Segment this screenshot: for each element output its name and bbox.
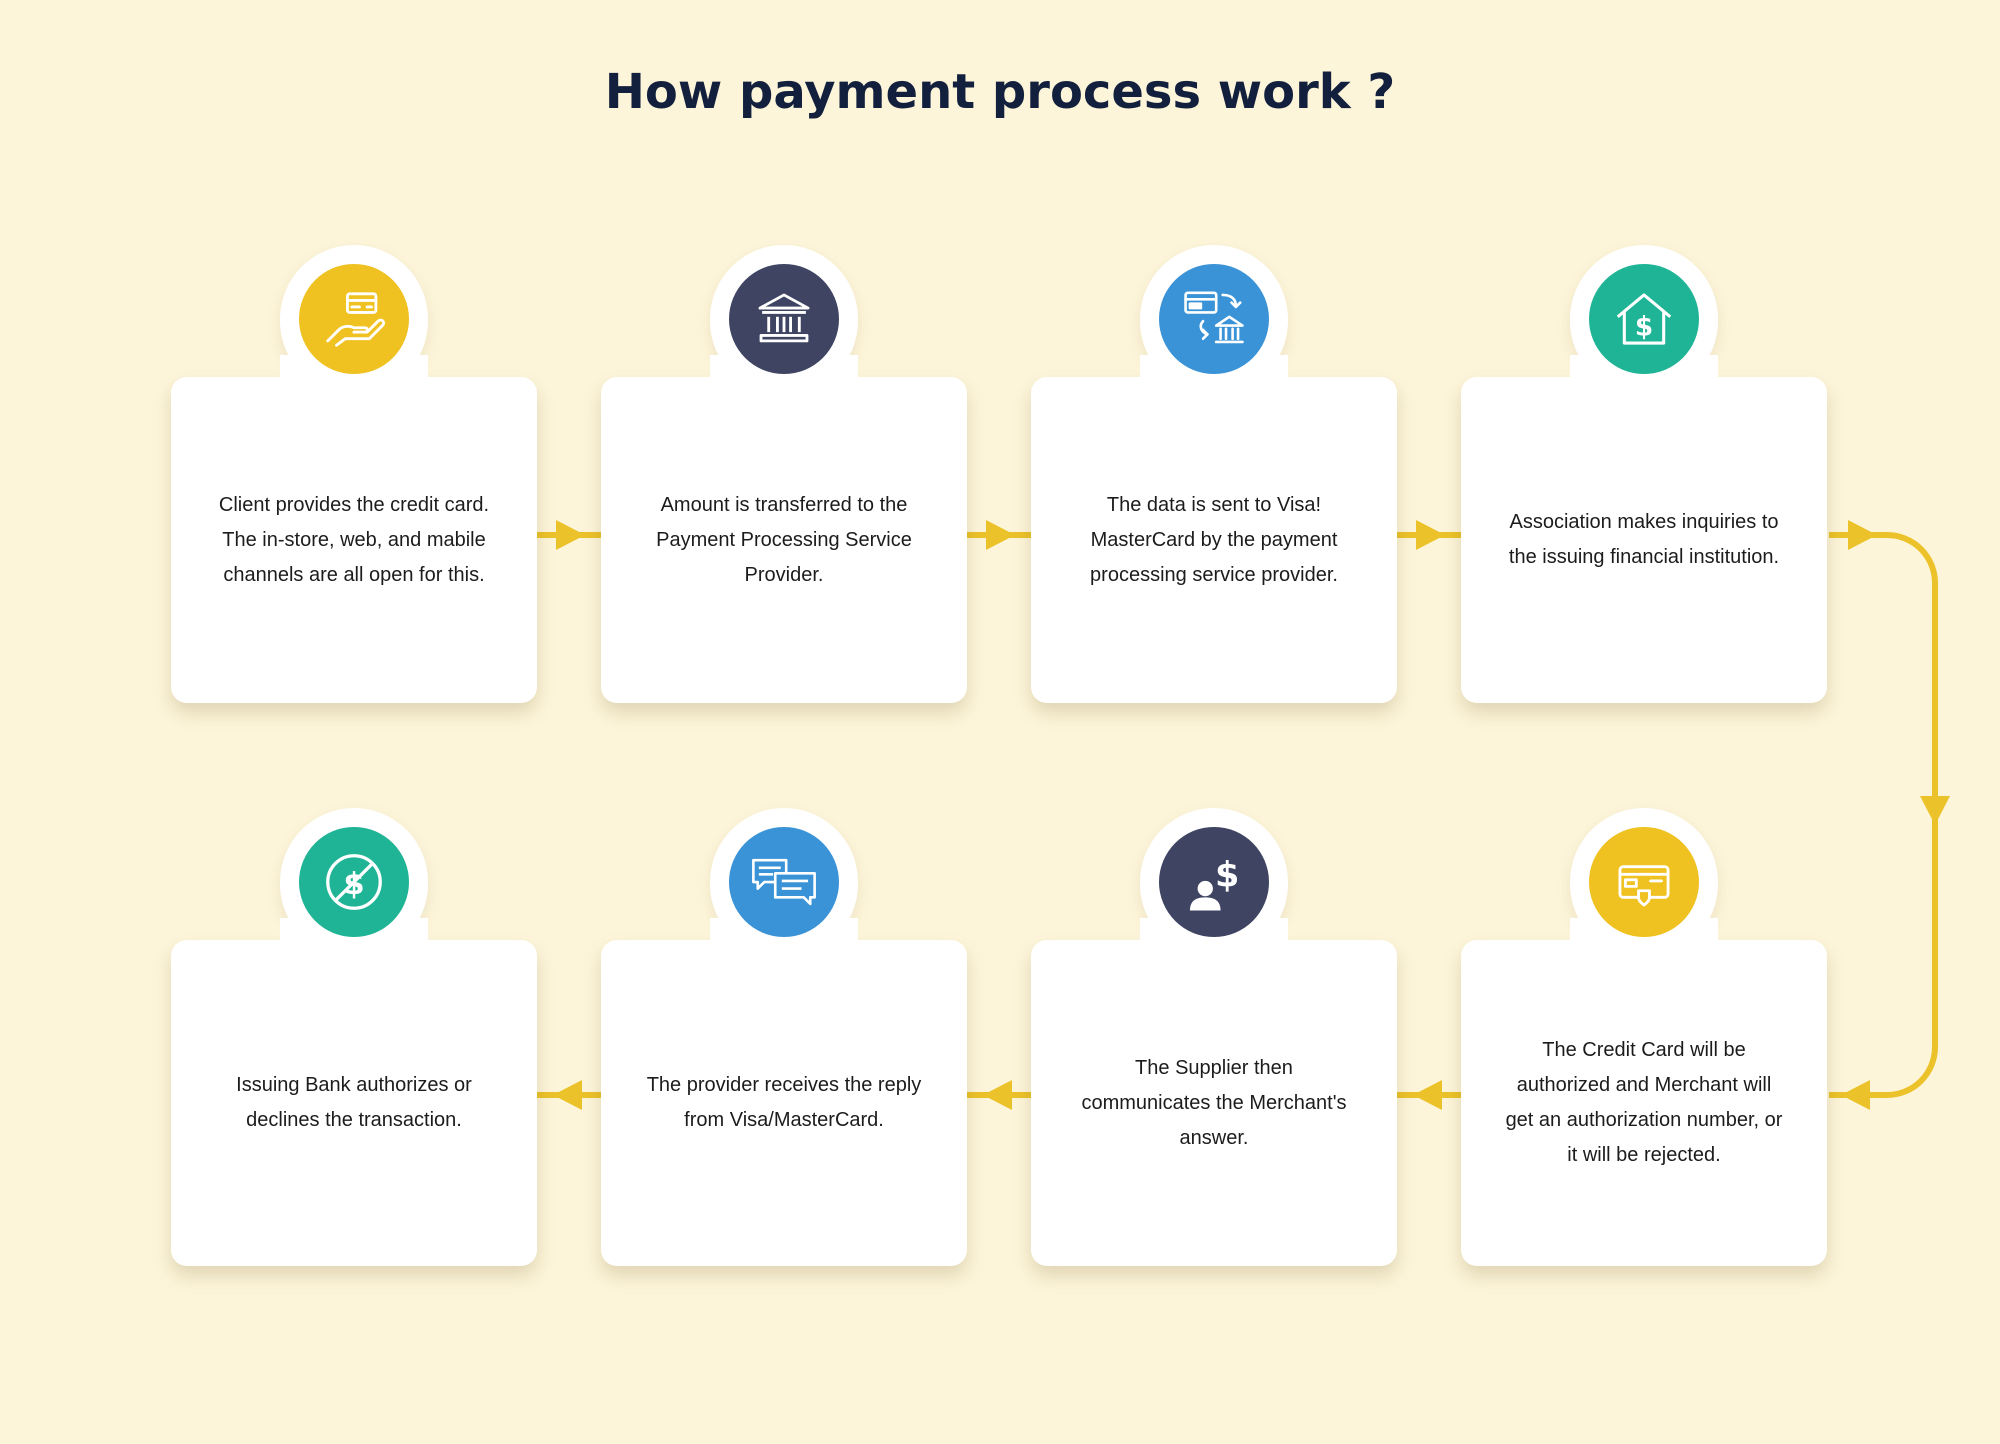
- connector-4-5: [1829, 532, 1938, 1098]
- arrow-right-icon: [556, 520, 585, 550]
- card-in-hand-icon: [299, 264, 409, 374]
- step-text: Issuing Bank authorizes or declines the …: [236, 1074, 472, 1131]
- step-card-body: [1031, 940, 1397, 1266]
- step-text: Amount is transferred to the Payment Pro…: [656, 493, 912, 586]
- step-card-body: [601, 940, 967, 1266]
- svg-text:$: $: [1215, 855, 1239, 895]
- arrow-right-icon: [1848, 520, 1877, 550]
- step-card-6: $ The Supplier then communicates the Mer…: [1031, 808, 1397, 1268]
- step-card-body: [171, 377, 537, 703]
- arrow-left-icon: [1413, 1080, 1442, 1110]
- step-card-1: Client provides the credit card. The in-…: [171, 245, 537, 705]
- bank-icon: [729, 264, 839, 374]
- step-text: The provider receives the reply from Vis…: [646, 1074, 922, 1131]
- credit-card-shield-icon: [1589, 827, 1699, 937]
- step-text: Association makes inquiries to the issui…: [1508, 511, 1780, 568]
- step-text: The Credit Card will be authorized and M…: [1505, 1039, 1783, 1166]
- page-title: How payment process work ?: [604, 64, 1396, 120]
- user-dollar-icon: $: [1159, 827, 1269, 937]
- step-card-8: $ Issuing Bank authorizes or declines th…: [171, 808, 537, 1268]
- step-text: The Supplier then communicates the Merch…: [1081, 1056, 1347, 1149]
- step-card-7: The provider receives the reply from Vis…: [601, 808, 967, 1268]
- step-text: Client provides the credit card. The in-…: [218, 493, 490, 586]
- arrow-left-icon: [983, 1080, 1012, 1110]
- house-dollar-icon: $: [1589, 264, 1699, 374]
- step-card-body: [1031, 377, 1397, 703]
- svg-text:$: $: [1635, 312, 1653, 342]
- arrow-right-icon: [1416, 520, 1445, 550]
- step-text: The data is sent to Visa! MasterCard by …: [1090, 493, 1338, 586]
- step-card-2: Amount is transferred to the Payment Pro…: [601, 245, 967, 705]
- arrow-down-icon: [1920, 796, 1950, 825]
- step-card-5: The Credit Card will be authorized and M…: [1461, 808, 1827, 1268]
- arrow-left-icon: [553, 1080, 582, 1110]
- step-card-body: [1461, 377, 1827, 703]
- step-card-body: [1461, 940, 1827, 1266]
- card-to-bank-icon: [1159, 264, 1269, 374]
- step-card-body: [601, 377, 967, 703]
- step-card-3: The data is sent to Visa! MasterCard by …: [1031, 245, 1397, 705]
- svg-text:$: $: [343, 867, 364, 902]
- arrow-left-icon: [1841, 1080, 1870, 1110]
- arrow-right-icon: [986, 520, 1015, 550]
- chat-bubbles-icon: [729, 827, 839, 937]
- step-card-body: [171, 940, 537, 1266]
- step-card-4: $ Association makes inquiries to the iss…: [1461, 245, 1827, 705]
- no-dollar-icon: $: [299, 827, 409, 937]
